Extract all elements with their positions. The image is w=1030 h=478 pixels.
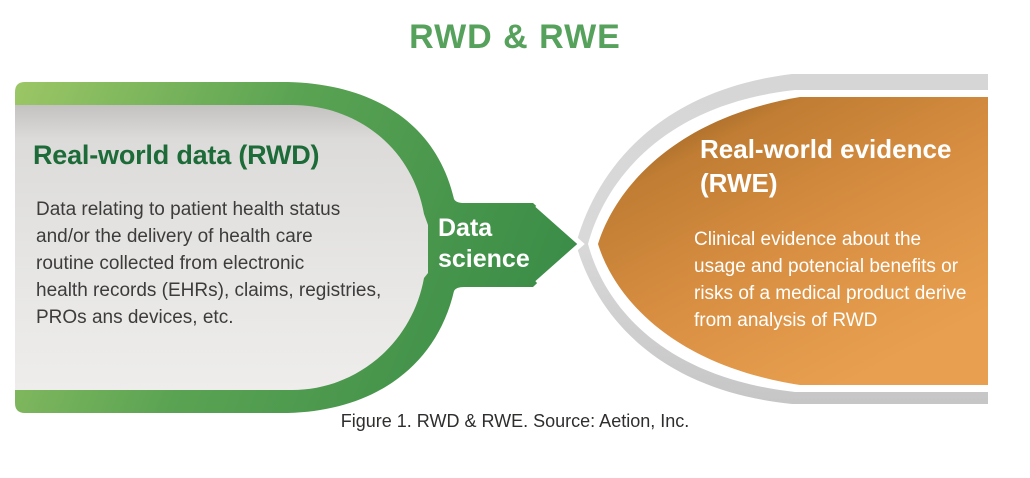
right-panel-shape xyxy=(598,97,988,385)
rwe-heading: Real-world evidence (RWE) xyxy=(700,134,952,198)
left-panel-fill xyxy=(15,105,428,390)
rwd-heading: Real-world data (RWD) xyxy=(33,140,320,170)
rwe-description: Clinical evidence about the usage and po… xyxy=(694,229,967,331)
chevron-icon xyxy=(535,203,585,285)
diagram-title: RWD & RWE xyxy=(409,18,621,56)
data-science-label: Data science xyxy=(438,214,530,273)
rwd-description: Data relating to patient health status a… xyxy=(36,199,382,328)
figure-caption: Figure 1. RWD & RWE. Source: Aetion, Inc… xyxy=(340,411,690,431)
